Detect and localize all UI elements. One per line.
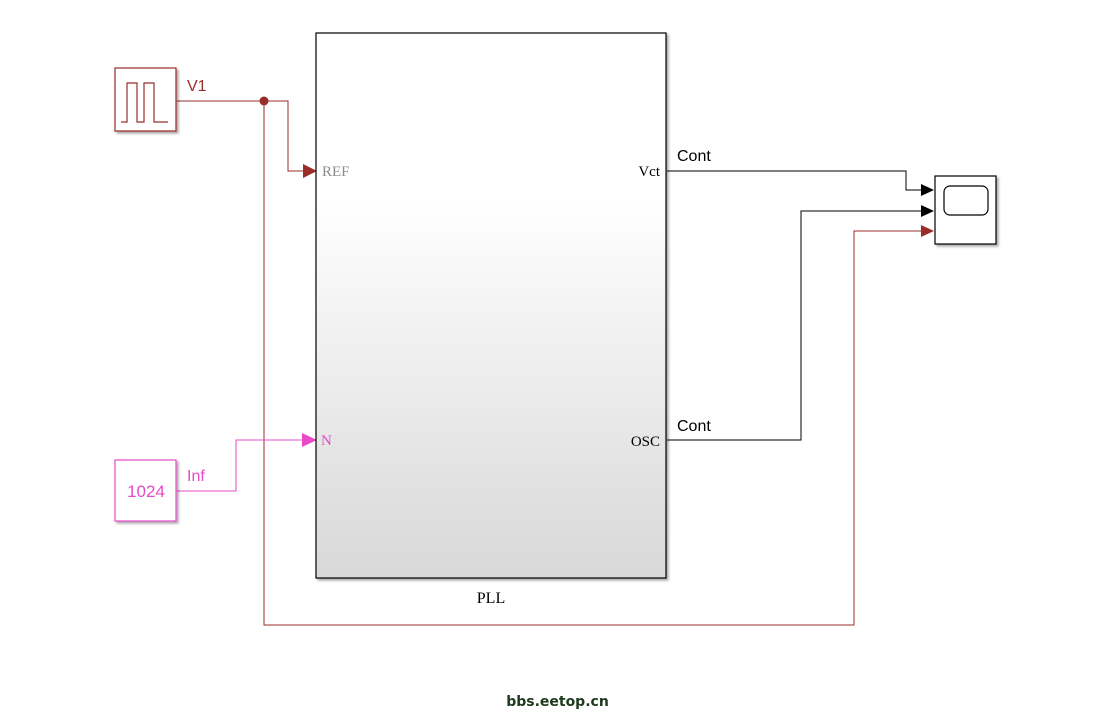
n-arrow bbox=[302, 433, 317, 447]
pll-subsystem-block[interactable] bbox=[315, 32, 667, 579]
pulse-wave-icon bbox=[121, 82, 168, 123]
signal-v1[interactable] bbox=[177, 100, 922, 626]
port-n: N bbox=[321, 433, 332, 449]
scope-in1-arrow bbox=[921, 184, 934, 196]
watermark: bbs.eetop.cn bbox=[506, 694, 609, 710]
v1-signal-label: V1 bbox=[187, 78, 207, 95]
osc-signal-label: Cont bbox=[677, 418, 711, 435]
inf-signal-label: Inf bbox=[187, 468, 205, 485]
scope-block[interactable] bbox=[934, 175, 997, 245]
port-vct: Vct bbox=[638, 164, 660, 180]
constant-block[interactable]: 1024 bbox=[114, 459, 177, 522]
signal-vct[interactable] bbox=[667, 170, 922, 191]
scope-in2-arrow bbox=[921, 205, 934, 217]
constant-value: 1024 bbox=[127, 482, 165, 501]
scope-icon bbox=[943, 185, 989, 216]
signal-inf[interactable] bbox=[177, 439, 303, 492]
pulse-generator-block[interactable] bbox=[114, 67, 177, 132]
pll-block-name: PLL bbox=[477, 590, 505, 607]
vct-signal-label: Cont bbox=[677, 148, 711, 165]
port-osc: OSC bbox=[631, 434, 660, 450]
scope-in3-arrow bbox=[921, 225, 934, 237]
ref-arrow bbox=[303, 164, 317, 178]
signal-osc[interactable] bbox=[667, 210, 922, 441]
branch-point bbox=[259, 96, 269, 106]
port-ref: REF bbox=[322, 164, 350, 180]
